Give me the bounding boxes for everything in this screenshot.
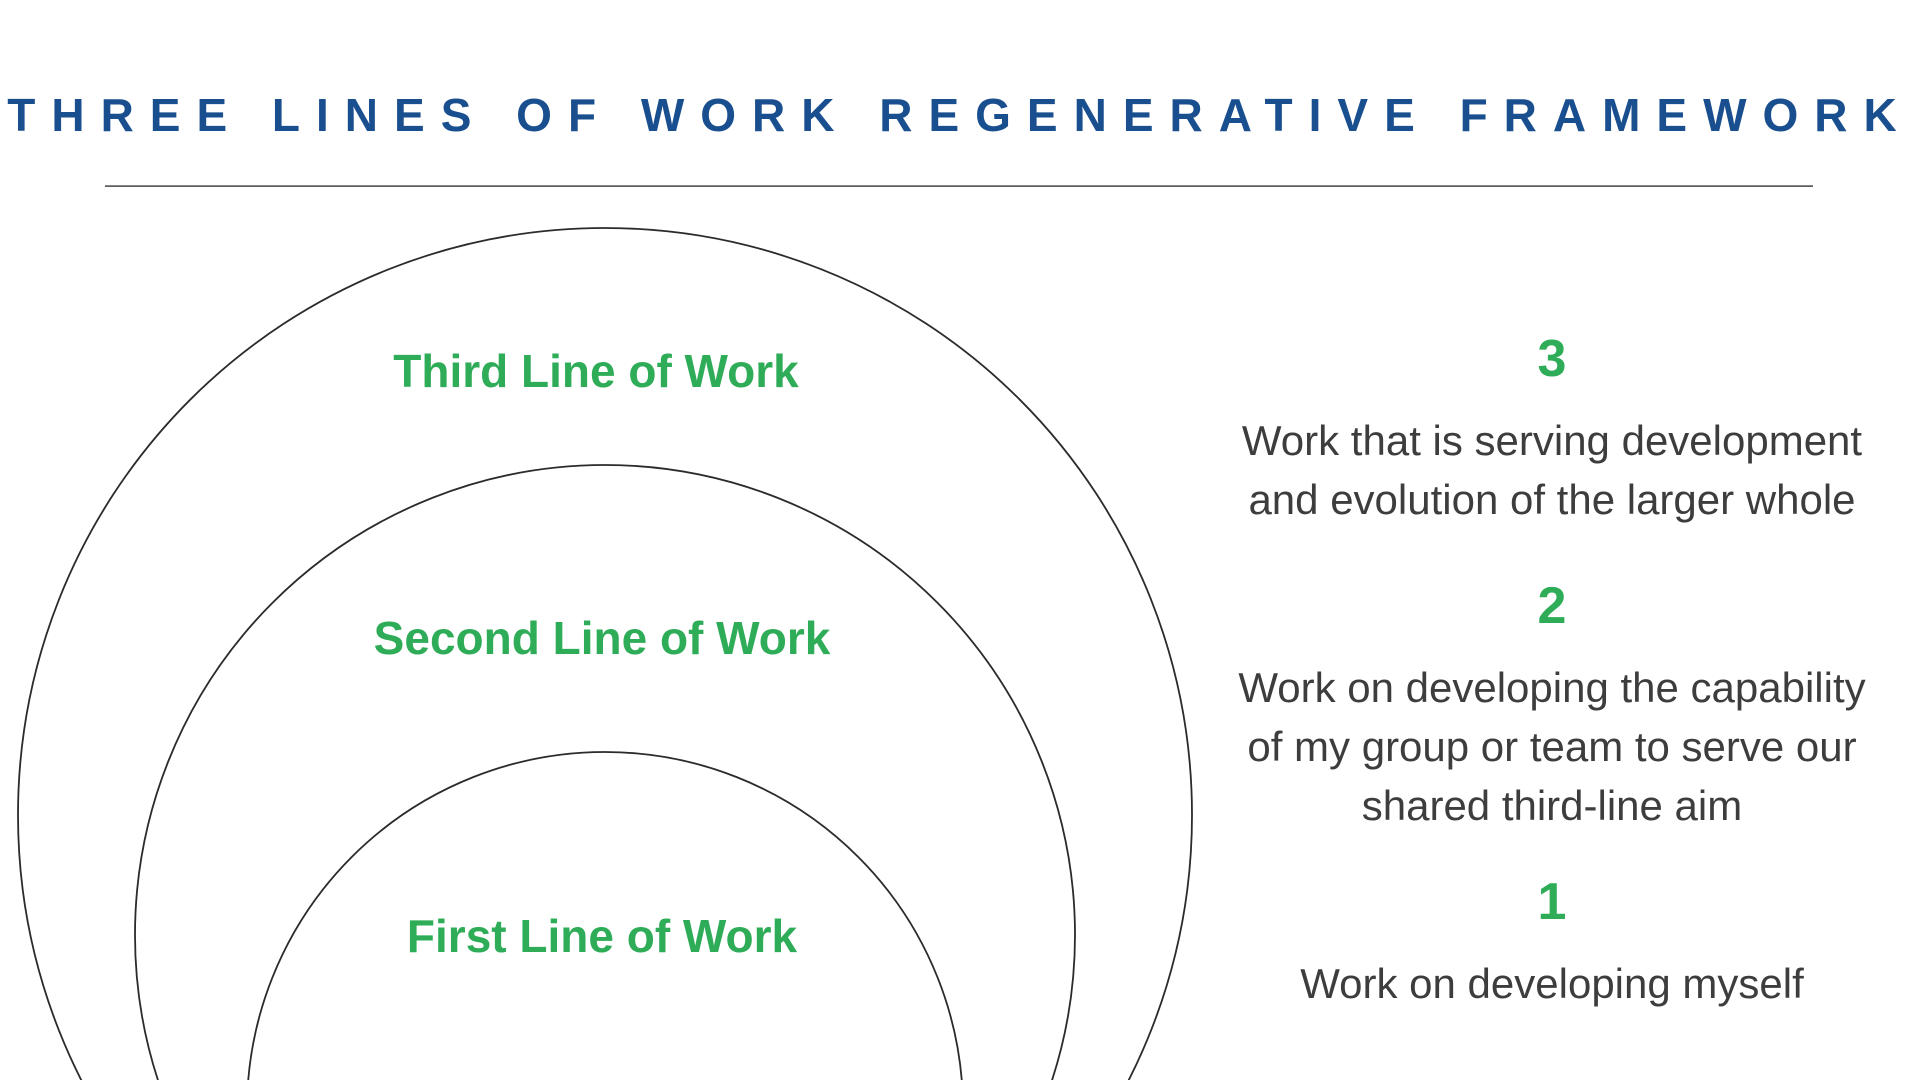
ring-label-third-line: Third Line of Work <box>393 345 799 397</box>
ring-label-first-line: First Line of Work <box>406 910 798 962</box>
legend-number-3: 3 <box>1537 330 1567 388</box>
legend-text-line: and evolution of the larger whole <box>1248 476 1856 523</box>
legend-text-line: Work that is serving development <box>1241 417 1863 464</box>
ring-circle-inner <box>247 751 963 1080</box>
legend-text-line: Work on developing myself <box>1300 960 1804 1007</box>
legend-item-2: 2 Work on developing the capability of m… <box>1192 577 1912 835</box>
legend-text-line: shared third-line aim <box>1361 782 1743 829</box>
legend-item-1: 1 Work on developing myself <box>1192 873 1912 1013</box>
legend-text-line: Work on developing the capability <box>1238 664 1866 711</box>
page-title: THREE LINES OF WORK REGENERATIVE FRAMEWO… <box>7 89 1913 141</box>
legend-number-2: 2 <box>1537 577 1567 635</box>
legend-number-1: 1 <box>1537 873 1567 931</box>
legend-column: 3 Work that is serving development and e… <box>1192 0 1912 1080</box>
legend-item-3: 3 Work that is serving development and e… <box>1192 330 1912 529</box>
ring-circle-middle <box>134 464 1076 1080</box>
ring-label-second-line: Second Line of Work <box>373 612 831 664</box>
legend-text-line: of my group or team to serve our <box>1247 723 1857 770</box>
ring-circle-outer <box>17 227 1193 1080</box>
divider-line <box>105 185 1813 187</box>
